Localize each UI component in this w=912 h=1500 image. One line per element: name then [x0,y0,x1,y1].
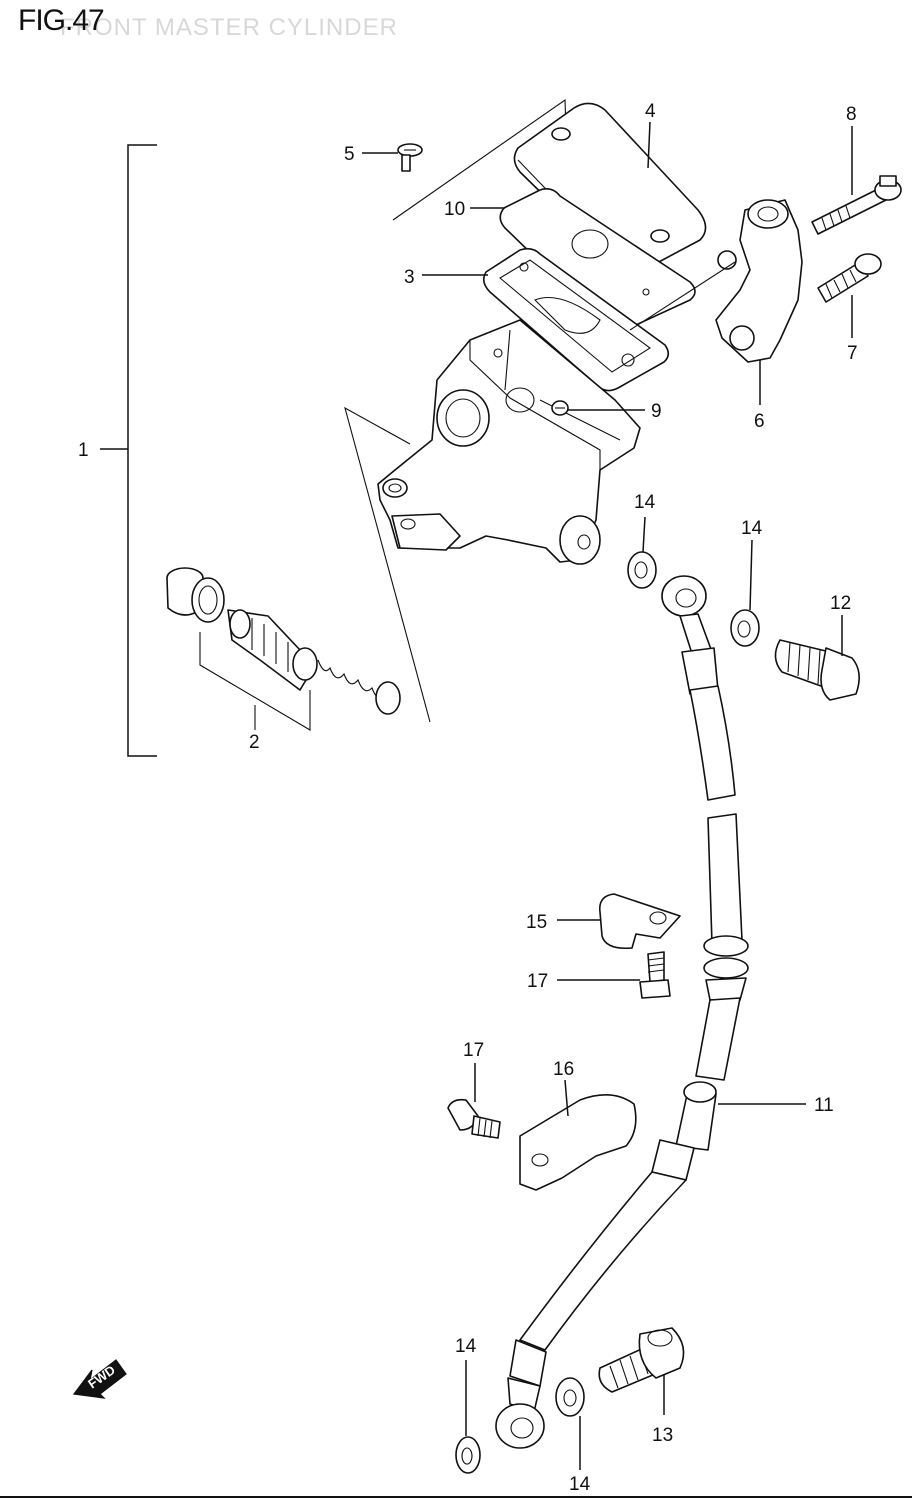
callout-17-left: 17 [463,1040,484,1061]
leader-lines [362,121,853,1470]
assembly-bracket [100,144,157,757]
callout-15: 15 [526,912,547,933]
union-bolt-upper [774,639,860,701]
cap-screw [397,143,423,172]
washer-2 [730,609,760,647]
washer-3 [455,1436,481,1474]
union-bolt-lower [598,1327,685,1393]
piston-set [166,567,401,731]
callout-12: 12 [830,593,851,614]
callout-7: 7 [847,343,858,364]
hose-clamp-upper [598,893,681,950]
callout-13: 13 [652,1425,673,1446]
callout-1: 1 [78,440,89,461]
clamp-bolt-lower [447,1098,501,1139]
master-cylinder-body [377,319,641,565]
callout-14-upper-left: 14 [634,492,656,513]
callout-2: 2 [249,732,260,753]
hose-clamp-lower [519,1094,637,1191]
washer-4 [555,1377,585,1417]
callout-14-upper-right: 14 [741,518,763,539]
figure-subtitle: FRONT MASTER CYLINDER [60,14,398,41]
callout-9: 9 [651,401,662,422]
diaphragm [482,247,670,392]
clamp-bolt-upper [639,951,671,999]
holder-clamp [629,199,803,363]
callout-14-lower-right: 14 [569,1474,591,1495]
reservoir-cap [513,102,707,276]
washer-1 [627,551,657,589]
holder-bolt-lower [817,253,882,303]
callout-14-lower-left: 14 [455,1336,477,1357]
figure-title: FIG.47 [18,4,105,37]
brake-hose [495,575,749,1449]
callout-labels: 1 2 3 4 5 6 7 8 9 10 11 12 13 14 14 14 1… [78,101,858,1495]
callout-10: 10 [444,199,465,220]
callout-17-right: 17 [527,971,548,992]
fwd-arrow-icon: FWD [72,1359,127,1399]
callout-5: 5 [344,144,355,165]
callout-11: 11 [814,1095,834,1116]
callout-4: 4 [645,101,656,122]
diaphragm-plate [499,188,696,333]
callout-8: 8 [846,104,857,125]
callout-6: 6 [754,411,765,432]
small-screw [551,400,569,416]
holder-bolt-upper [811,175,902,235]
callout-16: 16 [553,1059,574,1080]
callout-3: 3 [404,267,415,288]
